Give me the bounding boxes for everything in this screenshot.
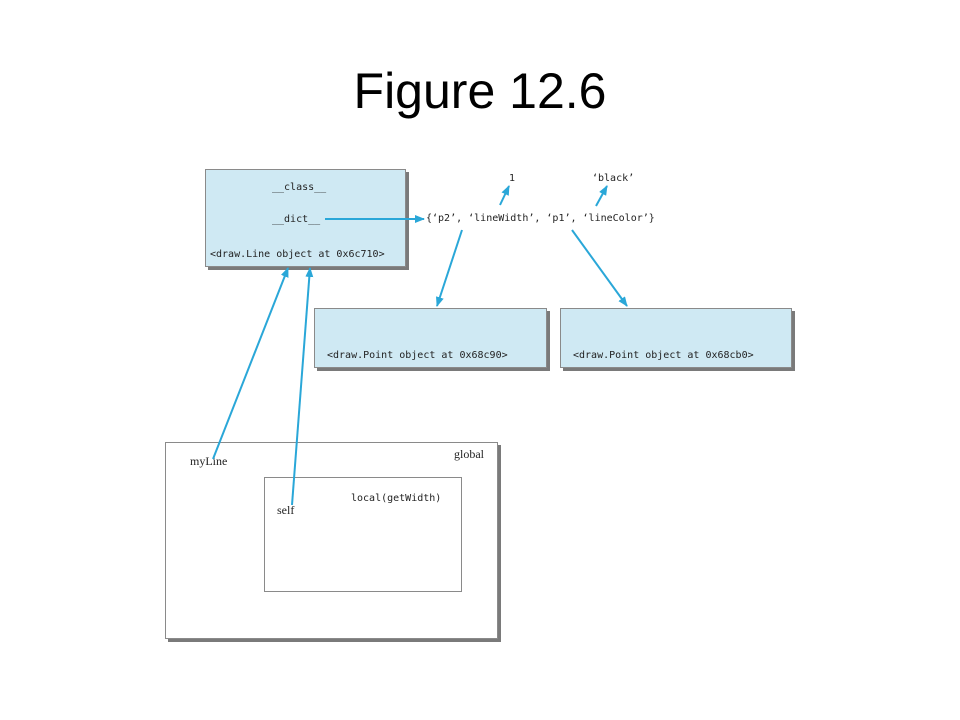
- arrow-p1-to-point: [571, 229, 628, 307]
- arrow-myline-to-line: [212, 267, 289, 460]
- global-frame-label: global: [454, 447, 484, 461]
- local-frame: local(getWidth) self: [264, 477, 462, 592]
- myline-variable: myLine: [190, 454, 228, 468]
- slide-title: Figure 12.6: [353, 63, 607, 119]
- line-object-repr: <draw.Line object at 0x6c710>: [210, 249, 385, 260]
- arrow-self-to-line: [291, 267, 314, 506]
- point-object-repr: <draw.Point object at 0x68cb0>: [573, 350, 754, 361]
- local-frame-label: local(getWidth): [351, 493, 442, 504]
- dict-keys: {‘p2’, ‘lineWidth’, ‘p1’, ‘lineColor’}: [426, 213, 655, 224]
- arrow-p2-to-point: [436, 229, 463, 307]
- class-attribute: __class__: [272, 182, 327, 193]
- point-object-box-p1: <draw.Point object at 0x68cb0>: [560, 308, 792, 368]
- arrow-linecolor-to-black: [595, 185, 608, 207]
- line-width-value: 1: [509, 173, 516, 184]
- self-variable: self: [277, 503, 295, 517]
- point-object-repr: <draw.Point object at 0x68c90>: [327, 350, 508, 361]
- arrow-linewidth-to-1: [499, 185, 510, 206]
- line-color-value: ‘black’: [592, 173, 635, 184]
- dict-attribute: __dict__: [272, 214, 321, 225]
- point-object-box-p2: <draw.Point object at 0x68c90>: [314, 308, 547, 368]
